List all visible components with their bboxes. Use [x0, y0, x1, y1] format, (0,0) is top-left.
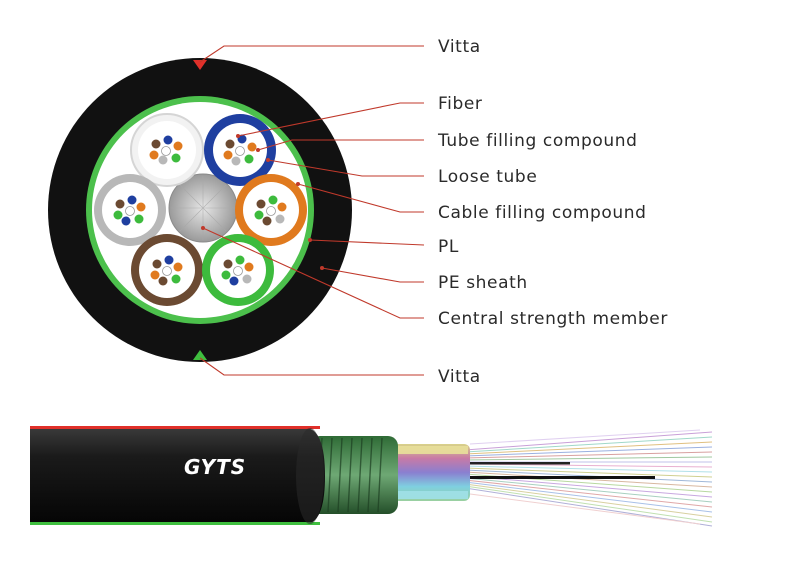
- leader-vitta-top: [199, 45, 424, 63]
- leader-pl: [309, 239, 425, 246]
- leader-lines: [199, 45, 425, 376]
- vitta-bottom-marker: [193, 350, 207, 360]
- leader-cable-filling-compound: [297, 183, 424, 213]
- loose-tube-orange: [235, 174, 307, 246]
- loose-tube-brown: [131, 234, 203, 306]
- cable-brand-label: GYTS: [184, 455, 246, 479]
- leader-loose-tube: [267, 159, 424, 177]
- leader-dots: [201, 134, 324, 270]
- label-tube-filling-compound: Tube filling compound: [437, 131, 638, 151]
- label-vitta-bottom: Vitta: [438, 367, 481, 387]
- label-fiber: Fiber: [438, 94, 483, 114]
- fiber-bundle: [254, 195, 287, 226]
- fiber-bundle: [113, 195, 146, 226]
- loose-tube-white: [130, 113, 204, 187]
- fiber-bundle: [223, 134, 257, 166]
- fiber-bundle: [150, 255, 183, 286]
- fiber-bundle: [149, 135, 183, 165]
- leader-tube-filling-compound: [257, 139, 424, 151]
- central-rod: [460, 476, 655, 479]
- label-vitta-top: Vitta: [438, 37, 481, 57]
- label-loose-tube: Loose tube: [438, 167, 537, 187]
- callout-labels: Vitta Fiber Tube filling compound Loose …: [437, 37, 668, 387]
- loose-tube-green: [202, 234, 274, 306]
- loose-tubes-bundle: [390, 444, 470, 501]
- leader-pe-sheath: [321, 267, 424, 283]
- fiber-bundle: [221, 255, 254, 286]
- leader-fiber: [237, 102, 424, 137]
- label-pl: PL: [438, 237, 459, 257]
- cross-section: [48, 58, 352, 362]
- cable-side-view: GYTS: [30, 426, 713, 527]
- label-cable-filling-compound: Cable filling compound: [438, 203, 647, 223]
- outer-sheath: [30, 428, 325, 524]
- vitta-top-marker: [193, 60, 207, 70]
- armor-layer: [310, 436, 398, 514]
- leader-vitta-bottom: [199, 357, 424, 376]
- loose-tube-grey: [94, 174, 166, 246]
- fiber-strands: [464, 429, 713, 527]
- label-pe-sheath: PE sheath: [438, 273, 528, 293]
- label-central-strength-member: Central strength member: [438, 309, 668, 329]
- leader-central-strength-member: [202, 227, 424, 319]
